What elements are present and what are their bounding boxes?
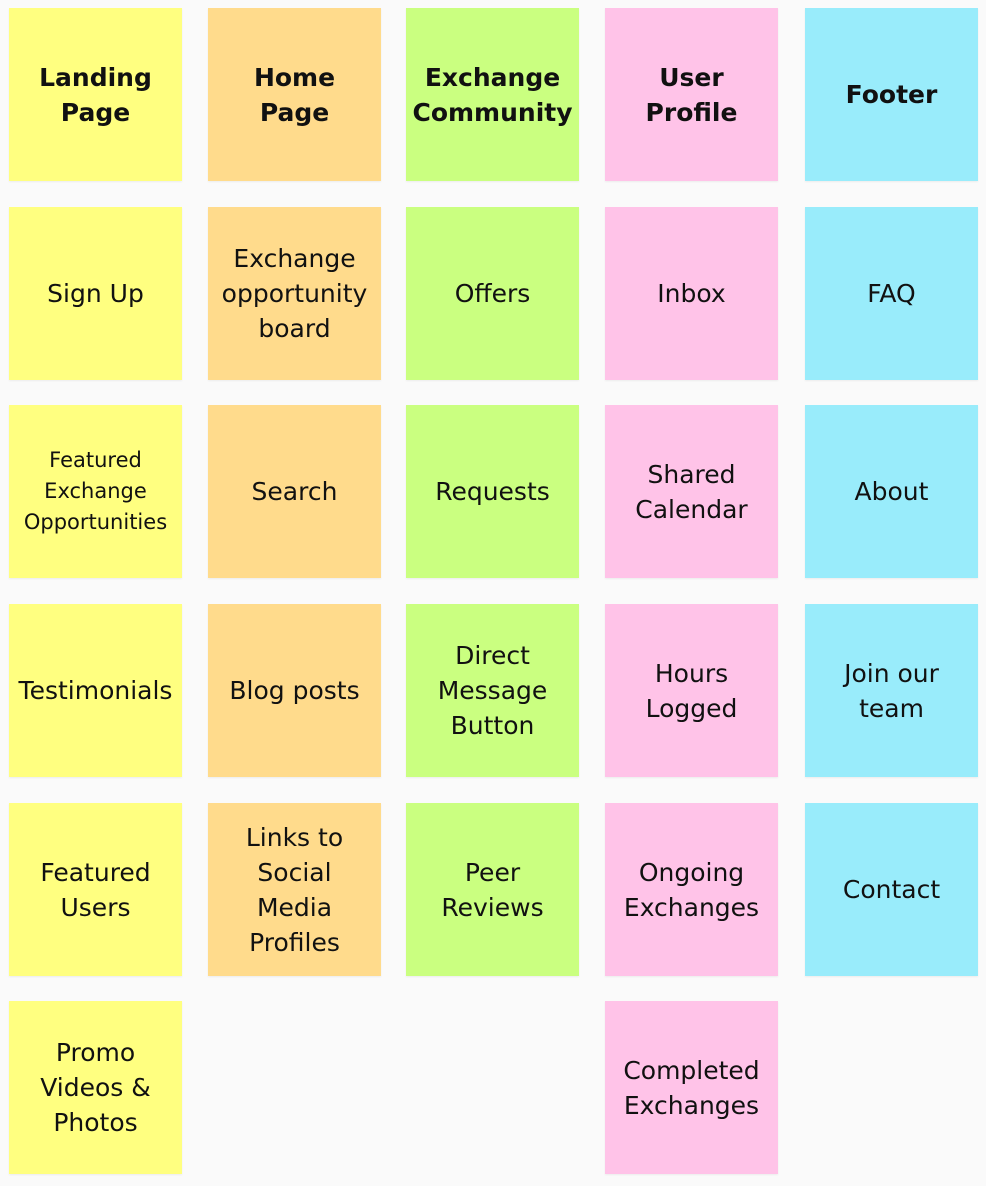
note-exchange-community-header[interactable]: Exchange Community — [406, 8, 579, 181]
note-blog-posts[interactable]: Blog posts — [208, 604, 381, 777]
note-about[interactable]: About — [805, 405, 978, 578]
note-testimonials[interactable]: Testimonials — [9, 604, 182, 777]
note-hours-logged[interactable]: Hours Logged — [605, 604, 778, 777]
note-search[interactable]: Search — [208, 405, 381, 578]
note-offers[interactable]: Offers — [406, 207, 579, 380]
note-direct-message-button[interactable]: Direct Message Button — [406, 604, 579, 777]
note-join-our-team[interactable]: Join our team — [805, 604, 978, 777]
note-featured-exchange-opportunities[interactable]: Featured Exchange Opportunities — [9, 405, 182, 578]
note-home-page-header[interactable]: Home Page — [208, 8, 381, 181]
note-links-to-social-media-profiles[interactable]: Links to Social Media Profiles — [208, 803, 381, 976]
note-landing-page-header[interactable]: Landing Page — [9, 8, 182, 181]
note-sign-up[interactable]: Sign Up — [9, 207, 182, 380]
note-requests[interactable]: Requests — [406, 405, 579, 578]
note-peer-reviews[interactable]: Peer Reviews — [406, 803, 579, 976]
note-footer-header[interactable]: Footer — [805, 8, 978, 181]
note-promo-videos-photos[interactable]: Promo Videos & Photos — [9, 1001, 182, 1174]
note-faq[interactable]: FAQ — [805, 207, 978, 380]
note-completed-exchanges[interactable]: Completed Exchanges — [605, 1001, 778, 1174]
note-featured-users[interactable]: Featured Users — [9, 803, 182, 976]
note-ongoing-exchanges[interactable]: Ongoing Exchanges — [605, 803, 778, 976]
note-exchange-opportunity-board[interactable]: Exchange opportunity board — [208, 207, 381, 380]
note-contact[interactable]: Contact — [805, 803, 978, 976]
note-user-profile-header[interactable]: User Profile — [605, 8, 778, 181]
note-shared-calendar[interactable]: Shared Calendar — [605, 405, 778, 578]
note-inbox[interactable]: Inbox — [605, 207, 778, 380]
